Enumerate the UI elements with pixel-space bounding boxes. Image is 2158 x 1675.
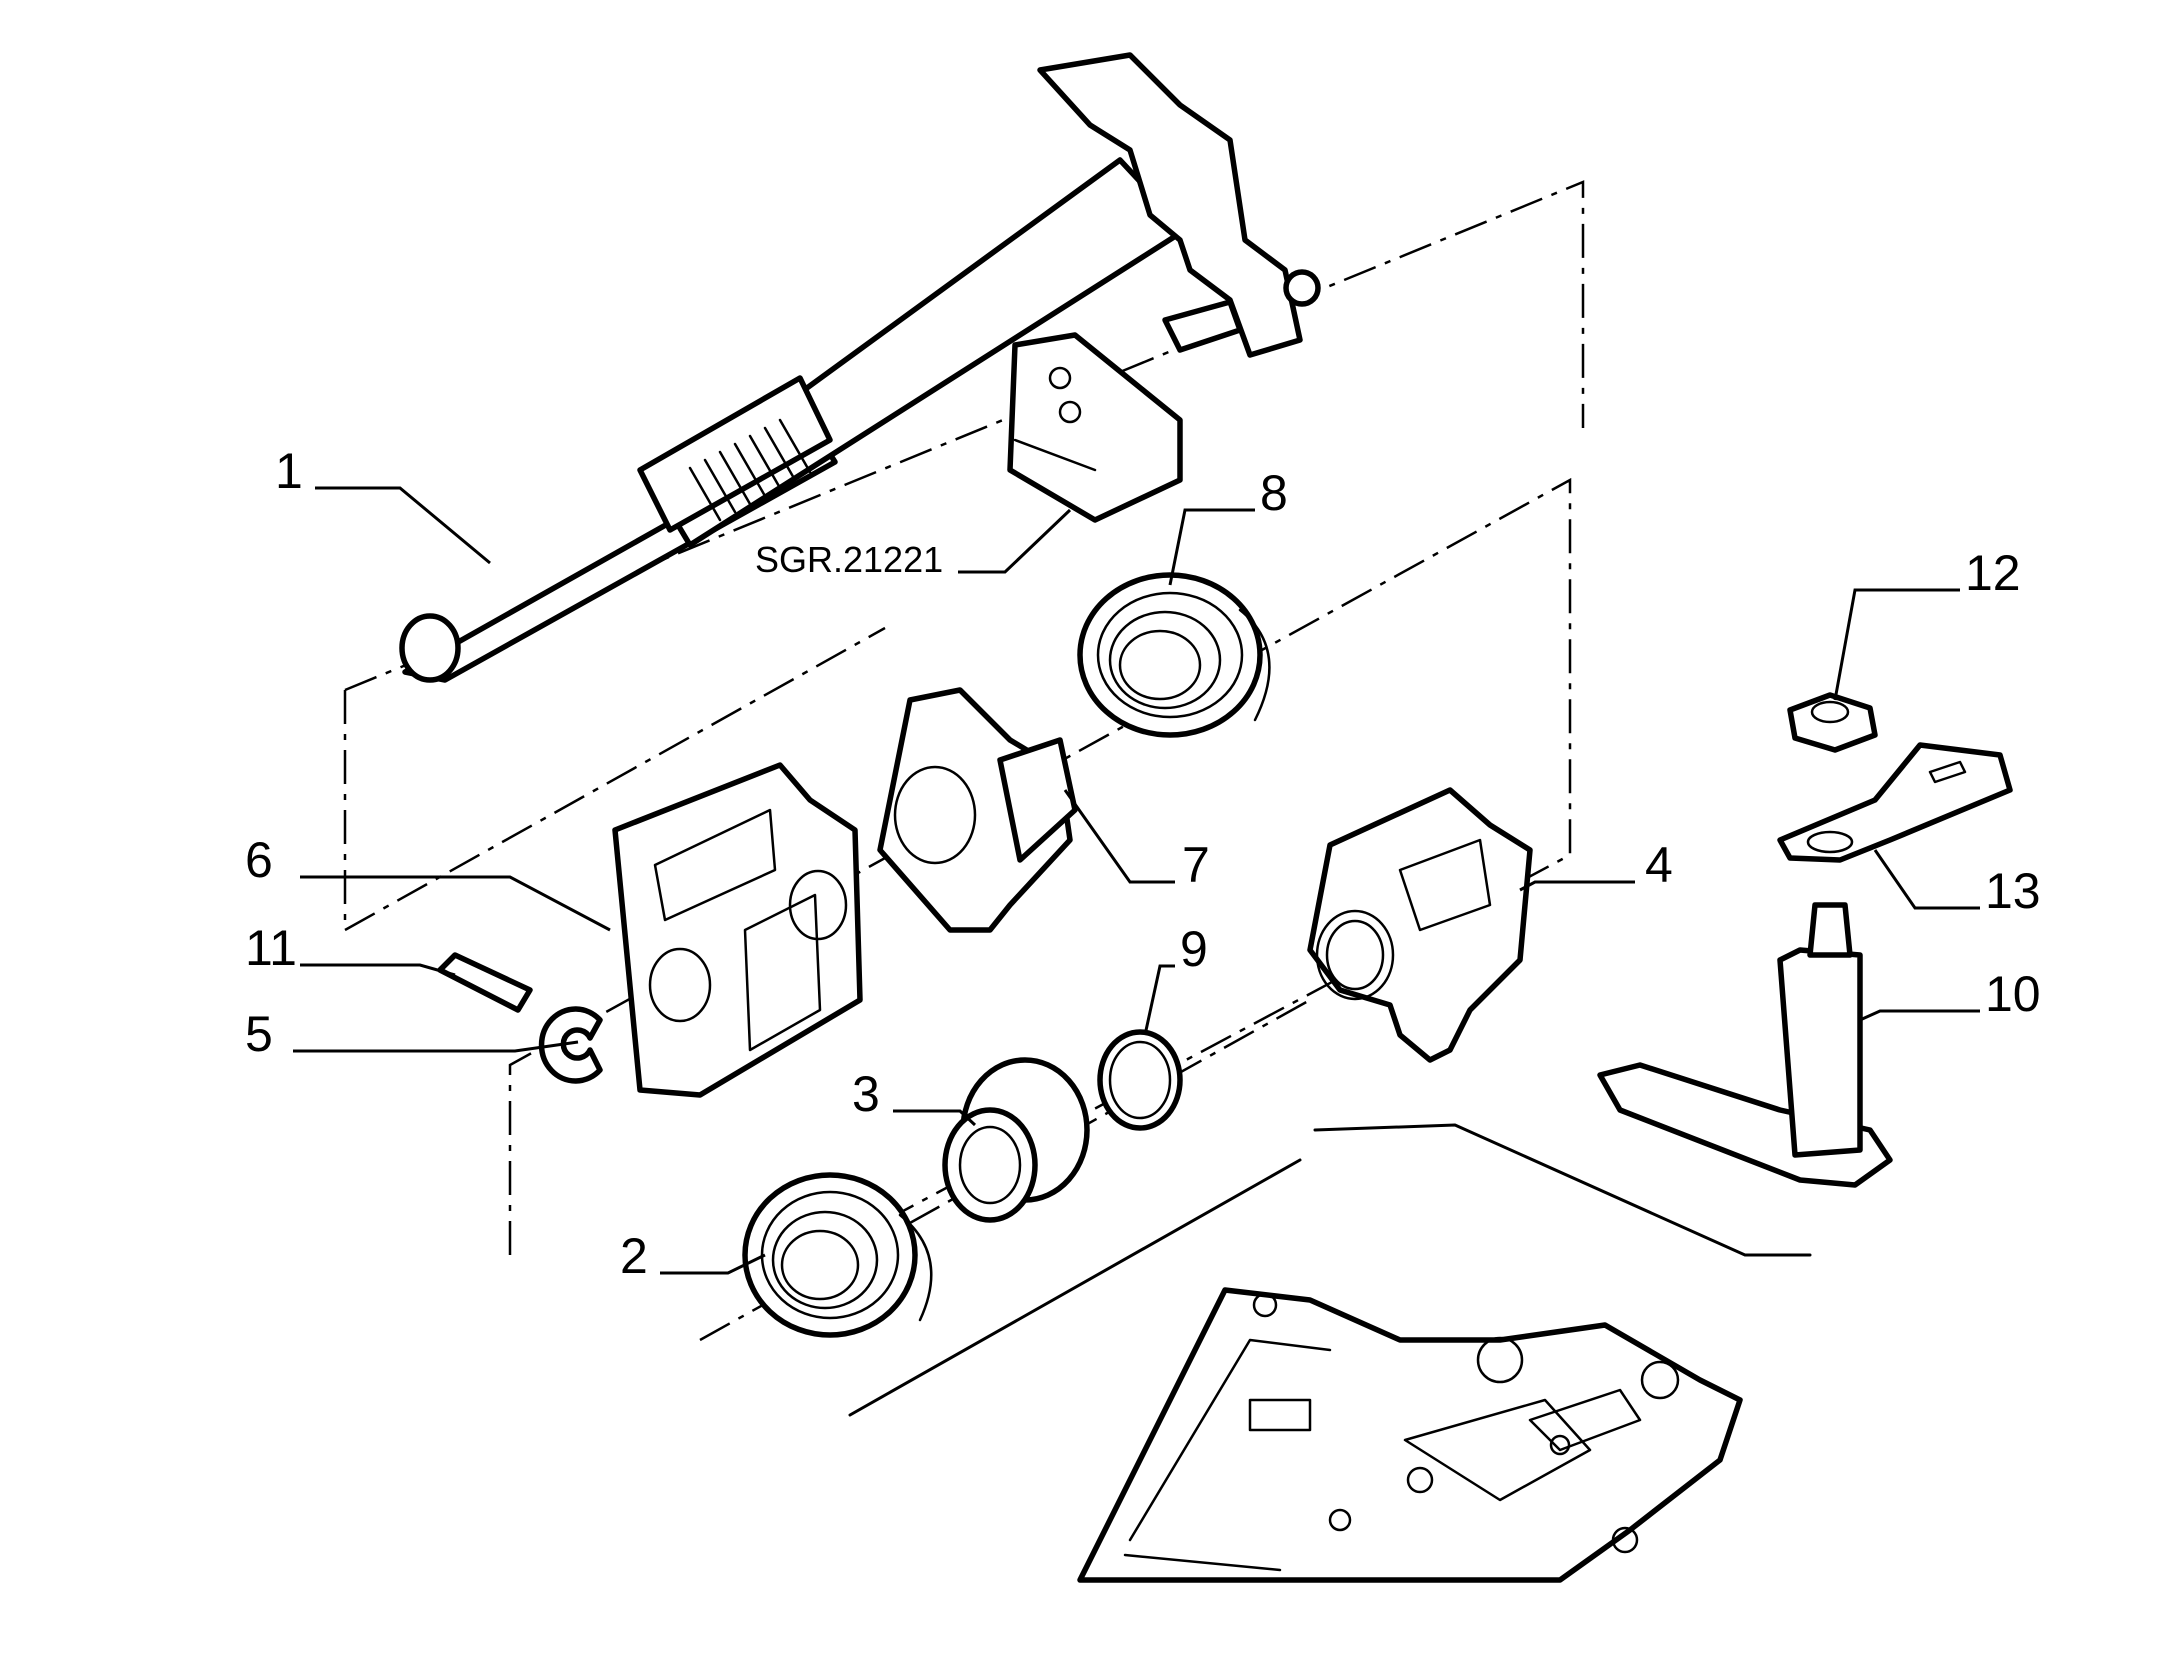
callout-12: 12 bbox=[1965, 545, 2021, 601]
part-4-selector-fork bbox=[1307, 787, 1533, 1063]
callout-2: 2 bbox=[620, 1228, 648, 1284]
sgr-tool-block bbox=[1007, 332, 1183, 523]
callout-7: 7 bbox=[1182, 837, 1210, 893]
callout-11: 11 bbox=[245, 920, 297, 976]
part-10-lever-stud bbox=[1597, 902, 1893, 1188]
part-9-o-ring bbox=[1097, 1029, 1183, 1131]
callout-8: 8 bbox=[1260, 465, 1288, 521]
transmission-housing bbox=[848, 1123, 1812, 1583]
callout-10: 10 bbox=[1985, 966, 2041, 1022]
callout-13: 13 bbox=[1985, 863, 2041, 919]
part-3-bushing bbox=[942, 1057, 1090, 1223]
part-11-pin bbox=[437, 952, 533, 1013]
tool-reference-label: SGR.21221 bbox=[755, 539, 943, 580]
callout-5: 5 bbox=[245, 1006, 273, 1062]
part-8-spring bbox=[1077, 572, 1271, 738]
callout-6: 6 bbox=[245, 832, 273, 888]
part-7-guide-plate bbox=[877, 687, 1078, 933]
leader-lines bbox=[293, 486, 1980, 1275]
callouts: 1 2 3 4 5 6 7 8 9 10 11 12 13 SGR.21221 bbox=[245, 443, 2041, 1284]
part-5-circlip bbox=[538, 1006, 603, 1084]
callout-9: 9 bbox=[1180, 921, 1208, 977]
part-1-selector-shaft bbox=[399, 52, 1321, 683]
part-12-nut bbox=[1787, 692, 1878, 753]
callout-3: 3 bbox=[852, 1066, 880, 1122]
part-13-lever-plate bbox=[1777, 742, 2013, 863]
callout-1: 1 bbox=[275, 443, 303, 499]
callout-4: 4 bbox=[1645, 837, 1673, 893]
part-2-spring bbox=[742, 1172, 933, 1338]
part-6-selector-housing bbox=[612, 762, 863, 1098]
